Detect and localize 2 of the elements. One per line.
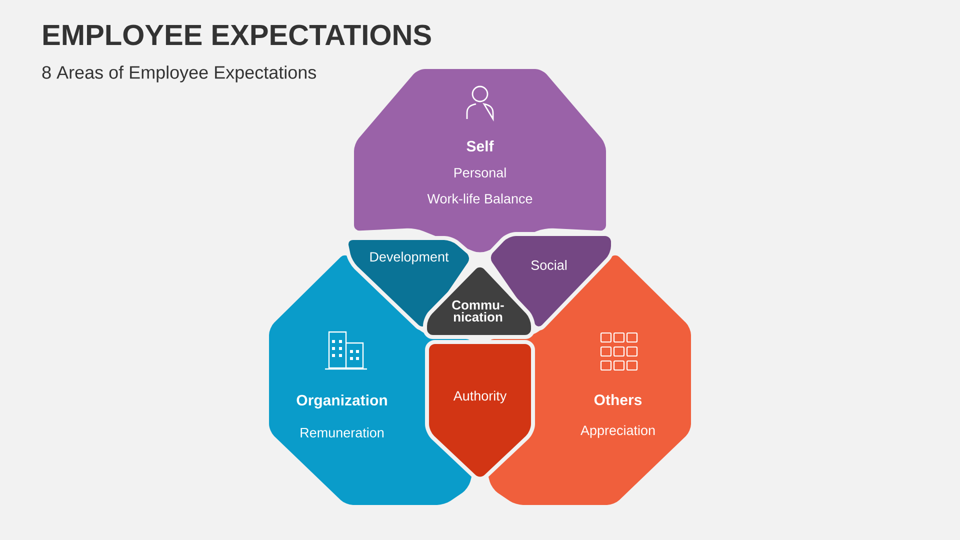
title: EMPLOYEE EXPECTATIONS (44, 24, 431, 46)
subtitle: 8 Areas of Employee Expectations (42, 66, 316, 82)
